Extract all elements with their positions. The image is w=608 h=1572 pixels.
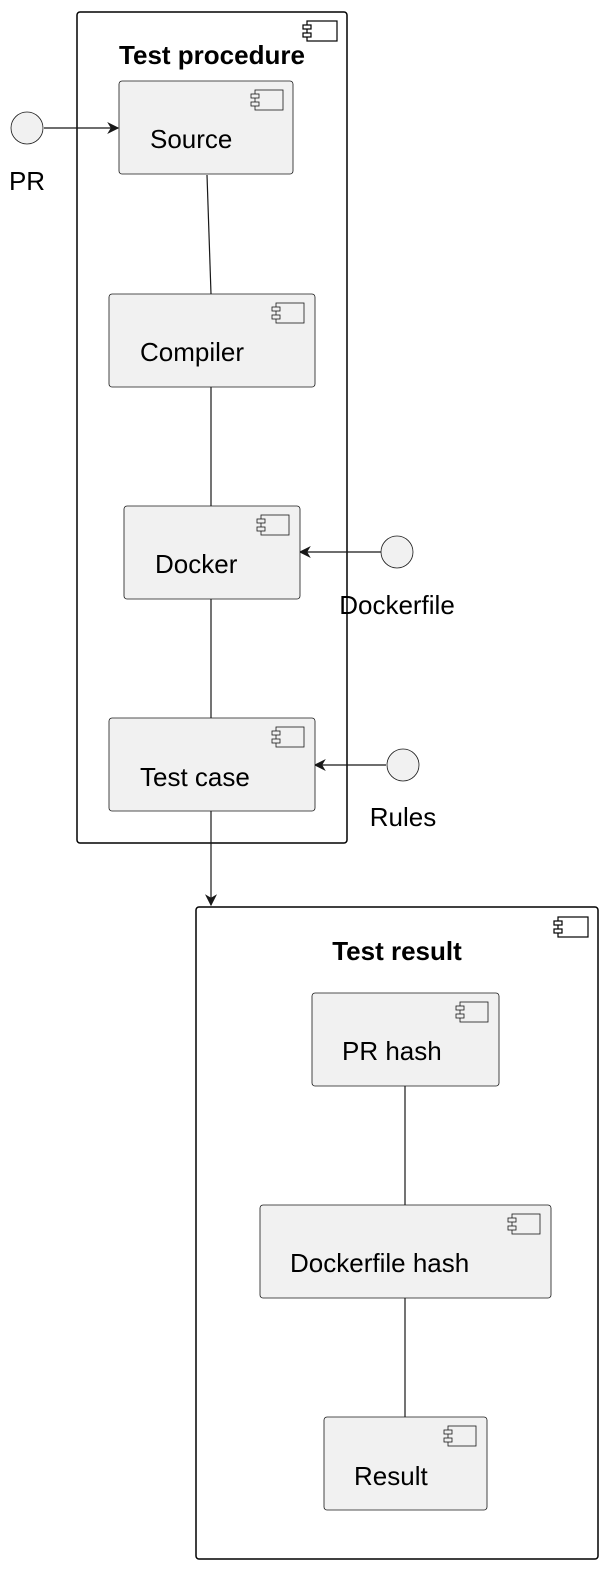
component-test-case[interactable]: Test case	[108, 717, 316, 812]
component-label: Dockerfile hash	[290, 1248, 469, 1278]
package-icon	[553, 916, 589, 938]
component-icon	[455, 1001, 489, 1023]
interface-label: PR	[9, 166, 45, 196]
interface-dockerfile[interactable]: Dockerfile	[339, 535, 455, 620]
interface-circle-icon	[10, 111, 44, 145]
interface-circle-icon	[380, 535, 414, 569]
component-icon	[507, 1213, 541, 1235]
component-source[interactable]: Source	[118, 80, 294, 175]
component-dockerfile-hash[interactable]: Dockerfile hash	[259, 1204, 552, 1299]
link-source-compiler	[206, 174, 212, 295]
component-pr-hash[interactable]: PR hash	[311, 992, 500, 1087]
interface-rules[interactable]: Rules	[370, 748, 436, 832]
component-label: Result	[354, 1461, 428, 1491]
component-icon	[271, 726, 305, 748]
component-icon	[256, 514, 290, 536]
package-title: Test result	[332, 936, 462, 966]
component-icon	[443, 1425, 477, 1447]
package-icon	[302, 20, 338, 42]
component-label: Test case	[140, 762, 250, 792]
component-docker[interactable]: Docker	[123, 505, 301, 600]
component-result[interactable]: Result	[323, 1416, 488, 1511]
component-icon	[250, 89, 284, 111]
component-compiler[interactable]: Compiler	[108, 293, 316, 388]
package-test-procedure: Test procedure	[76, 11, 348, 844]
interface-pr[interactable]: PR	[9, 111, 45, 196]
component-label: Source	[150, 124, 232, 154]
package-title: Test procedure	[119, 40, 305, 70]
component-label: PR hash	[342, 1036, 442, 1066]
interface-label: Dockerfile	[339, 590, 455, 620]
component-icon	[271, 302, 305, 324]
interface-label: Rules	[370, 802, 436, 832]
component-label: Compiler	[140, 337, 244, 367]
interface-circle-icon	[386, 748, 420, 782]
connectors	[44, 122, 406, 1417]
component-label: Docker	[155, 549, 238, 579]
